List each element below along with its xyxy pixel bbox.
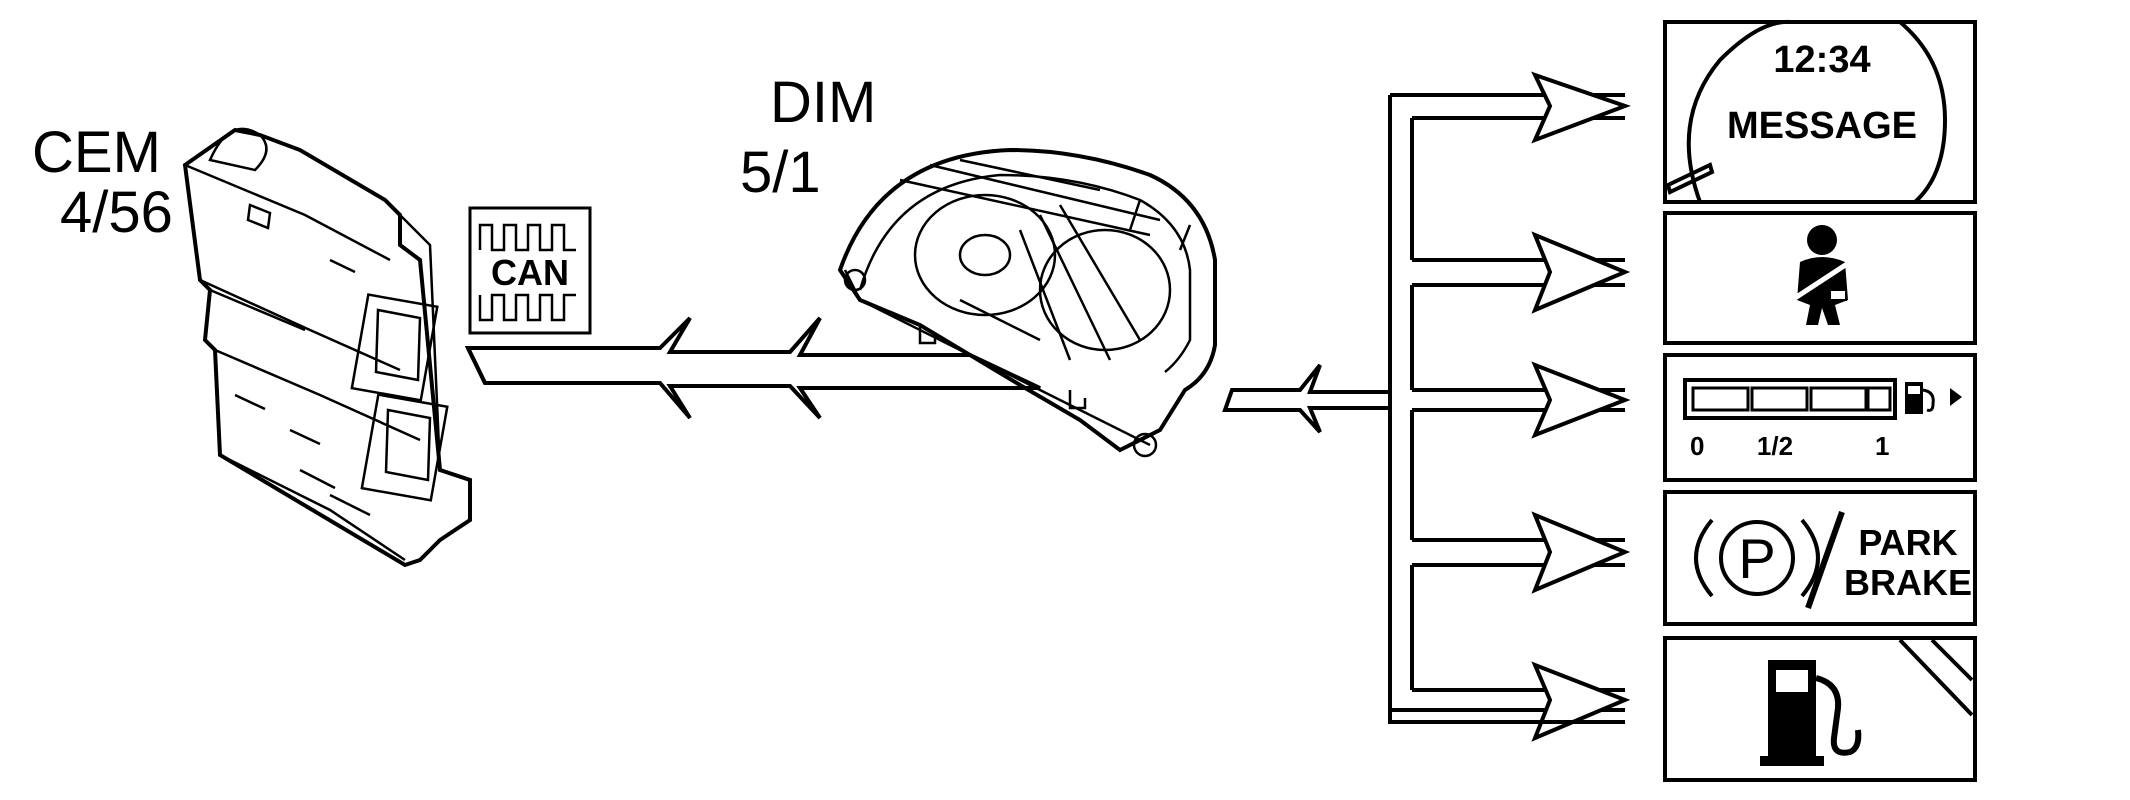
panel-clock-message: 12:34 MESSAGE <box>1663 19 1977 204</box>
arrowhead-fuel-gauge <box>1531 361 1631 439</box>
dim-output-arrow <box>1222 363 1392 434</box>
fuel-tick-0: 0 <box>1690 431 1704 461</box>
fuel-side-indicator-icon <box>1950 388 1962 406</box>
slash-separator <box>1805 510 1845 610</box>
message-text: MESSAGE <box>1727 105 1917 147</box>
square-wave-icon <box>478 223 576 252</box>
arrowhead-clock <box>1531 71 1631 144</box>
fuel-tick-1: 1 <box>1875 431 1889 461</box>
brake-text: BRAKE <box>1844 562 1972 603</box>
dim-cluster-drawing <box>837 147 1217 458</box>
panel-park-brake: P PARK BRAKE <box>1663 490 1977 626</box>
clock-time: 12:34 <box>1773 39 1870 81</box>
panel-fuel-gauge: 0 1/2 1 <box>1663 353 1977 482</box>
can-bus-arrow <box>464 316 1041 420</box>
cem-name-label: CEM <box>32 120 161 185</box>
dim-name-label: DIM <box>770 70 876 135</box>
arrowhead-park-brake <box>1531 511 1631 594</box>
panel-fuel-pump <box>1663 636 1977 782</box>
can-badge: CAN <box>468 206 592 335</box>
brake-symbol-icon: P <box>1694 518 1820 598</box>
square-wave-icon-lower <box>478 293 576 322</box>
can-badge-label: CAN <box>491 252 569 293</box>
fuel-tick-half: 1/2 <box>1757 431 1793 461</box>
cem-number-label: 4/56 <box>60 180 173 245</box>
fuel-pump-icon <box>1760 660 1862 766</box>
seatbelt-icon <box>1793 225 1852 325</box>
panel-seatbelt <box>1663 211 1977 345</box>
fuel-pump-icon-small <box>1905 382 1935 414</box>
park-text: PARK <box>1858 522 1957 563</box>
arrowhead-seatbelt <box>1531 231 1631 314</box>
branch-arrowheads <box>1531 71 1631 742</box>
arrowhead-fuel-pump <box>1531 661 1631 742</box>
dim-number-label: 5/1 <box>740 140 821 205</box>
cem-module-drawing <box>182 127 472 568</box>
brake-symbol-letter: P <box>1738 527 1775 590</box>
